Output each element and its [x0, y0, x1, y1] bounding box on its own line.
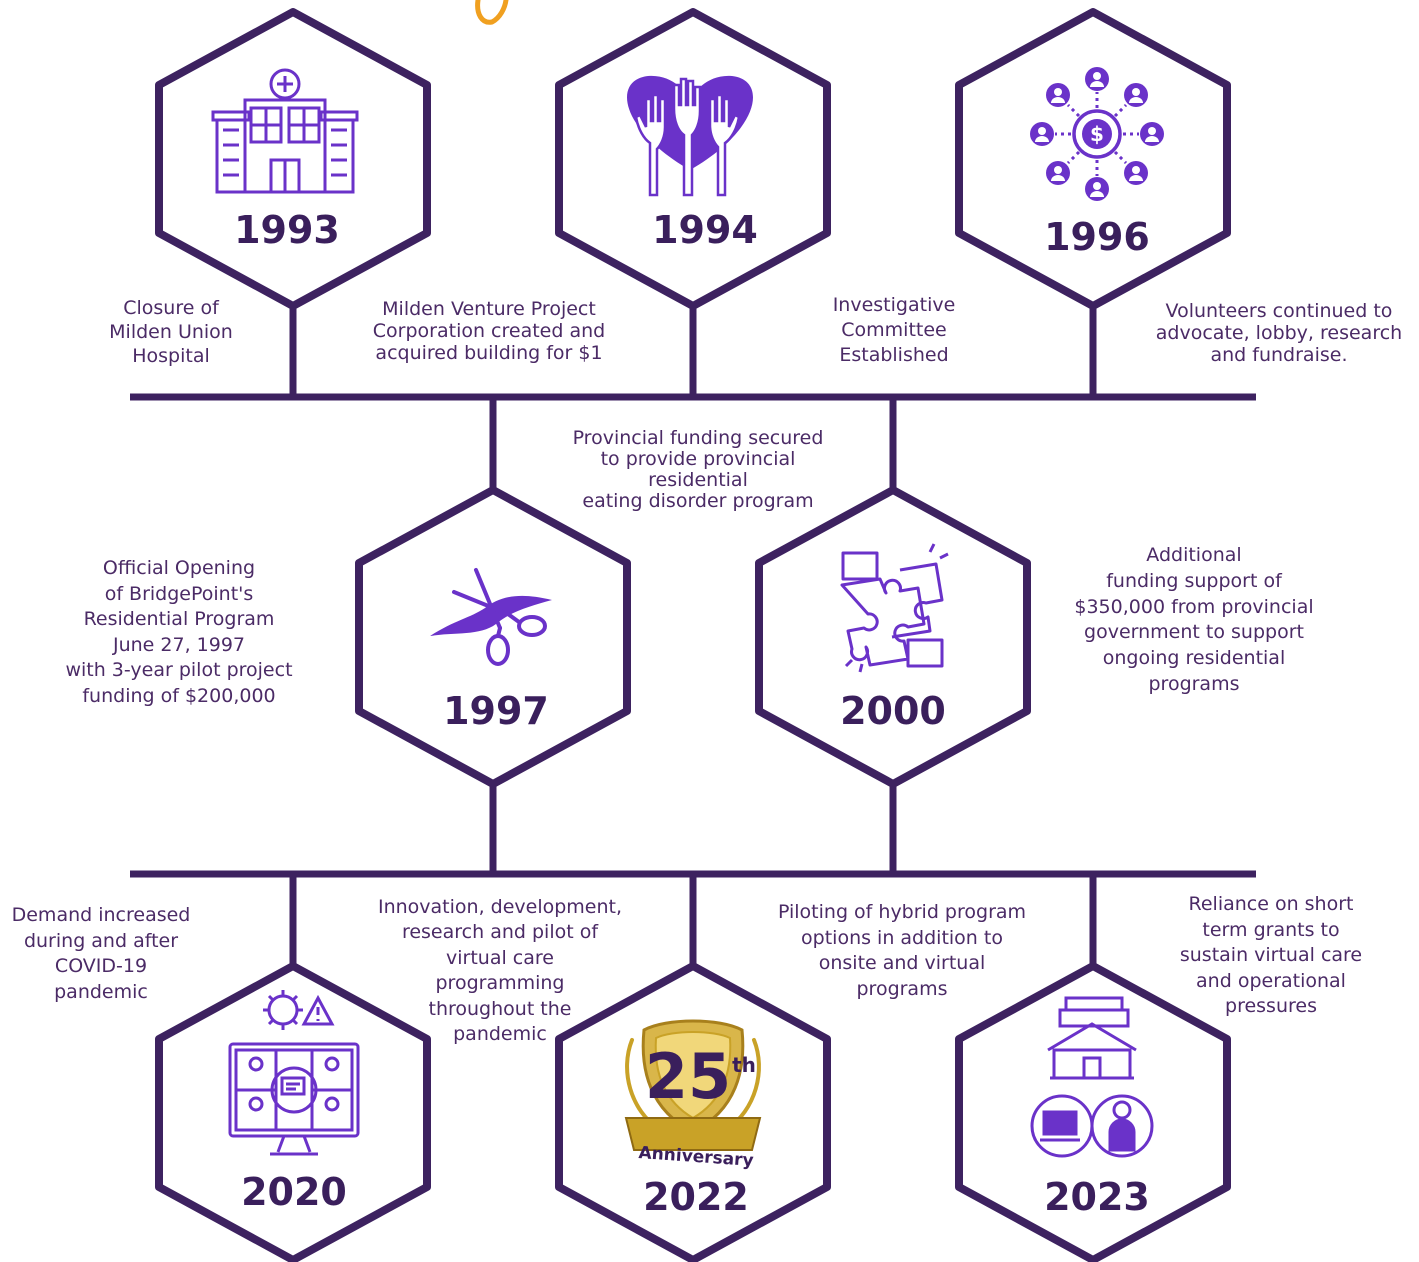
- year-2020: 2020: [241, 1170, 347, 1214]
- year-2023: 2023: [1044, 1175, 1150, 1219]
- hexagon-2023: [955, 962, 1231, 1262]
- note-1997: Official Opening of BridgePoint's Reside…: [65, 557, 293, 707]
- community-funding-icon: $: [1030, 67, 1164, 201]
- virtual-meeting-icon: [228, 990, 360, 1156]
- hybrid-care-icon: [1030, 996, 1154, 1158]
- note-2022: Piloting of hybrid program options in ad…: [777, 901, 1027, 1000]
- note-2000: Additional funding support of $350,000 f…: [1074, 544, 1314, 695]
- badge-suffix: th: [732, 1053, 756, 1077]
- year-1993: 1993: [234, 208, 340, 252]
- ribbon-cutting-icon: [430, 568, 552, 666]
- note-2020-innovation: Innovation, development, research and pi…: [377, 896, 623, 1046]
- note-2020-demand: Demand increased during and after COVID-…: [11, 904, 191, 1003]
- year-2000: 2000: [840, 689, 946, 733]
- hexagon-1996: [955, 8, 1231, 310]
- svg-text:$: $: [1090, 122, 1104, 146]
- year-2022: 2022: [643, 1175, 749, 1219]
- note-1993: Closure of Milden Union Hospital: [109, 297, 233, 367]
- badge-number: 25: [645, 1040, 731, 1113]
- anniversary-badge-icon: 25 th Anniversary: [624, 1019, 762, 1171]
- year-1994: 1994: [652, 208, 758, 252]
- note-1996-committee: Investigative Committee Established: [832, 294, 956, 366]
- note-provincial-funding: Provincial funding secured to provide pr…: [572, 427, 824, 512]
- heart-hands-icon: [627, 75, 753, 197]
- year-1997: 1997: [443, 689, 549, 733]
- note-1994: Milden Venture Project Corporation creat…: [372, 298, 606, 364]
- year-1996: 1996: [1044, 215, 1150, 259]
- note-2023: Reliance on short term grants to sustain…: [1179, 893, 1363, 1017]
- hospital-icon: [211, 68, 359, 194]
- puzzle-handshake-icon: [840, 543, 949, 673]
- note-1996-volunteers: Volunteers continued to advocate, lobby,…: [1155, 300, 1403, 366]
- decorative-swirl: [475, 0, 509, 25]
